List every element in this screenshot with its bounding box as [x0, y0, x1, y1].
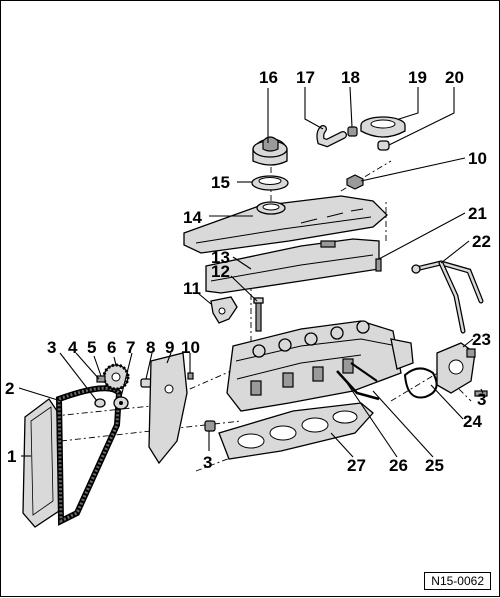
- timing-belt-cover: [22, 398, 60, 528]
- lifting-eye-bracket: [210, 296, 238, 324]
- callout-10-lower: 10: [181, 338, 200, 357]
- washer: [94, 398, 106, 408]
- callout-27: 27: [347, 456, 366, 475]
- leader-lines: [18, 86, 484, 458]
- glow-plug-wiring: [336, 362, 380, 401]
- callout-6: 6: [107, 338, 116, 357]
- rear-belt-guard: [148, 352, 188, 465]
- filler-seal-ring: [251, 175, 289, 191]
- cover-bolt: [375, 258, 382, 272]
- pressure-regulating-valve: [360, 116, 406, 138]
- flange-bolt-right: [474, 390, 488, 397]
- callout-21: 21: [468, 204, 487, 223]
- callout-3: 3: [47, 338, 56, 357]
- callout-22: 22: [472, 232, 491, 251]
- hose-clip: [347, 126, 358, 137]
- valve-grommet: [377, 140, 390, 151]
- breather-hose: [316, 125, 347, 148]
- assembly-axes: [25, 151, 472, 472]
- spacer-sleeve: [140, 378, 152, 388]
- callout-9: 9: [165, 338, 174, 357]
- callout-15: 15: [211, 173, 230, 192]
- callout-5: 5: [87, 338, 96, 357]
- callout-10-upper: 10: [468, 149, 487, 168]
- callout-4: 4: [68, 338, 78, 357]
- cylinder-head: [226, 320, 414, 412]
- callout-2: 2: [5, 379, 14, 398]
- callout-7: 7: [126, 338, 135, 357]
- callout-25: 25: [425, 456, 444, 475]
- callout-18: 18: [341, 68, 360, 87]
- callout-14: 14: [183, 208, 202, 227]
- belt-tensioner-roller: [113, 396, 129, 410]
- callout-26: 26: [389, 456, 408, 475]
- head-bolt-middle: [204, 420, 216, 432]
- cylinder-head-cover: [183, 195, 388, 254]
- callout-19: 19: [408, 68, 427, 87]
- coolant-flange: [436, 342, 476, 394]
- callout-3-right: 3: [477, 390, 486, 409]
- callout-13: 13: [211, 248, 230, 267]
- callout-20: 20: [445, 68, 464, 87]
- callout-1: 1: [7, 447, 16, 466]
- figure-reference-code: N15-0062: [424, 572, 491, 590]
- fuel-line-assembly: [411, 260, 484, 334]
- callout-11: 11: [183, 279, 201, 298]
- cylinder-head-gasket: [218, 402, 374, 460]
- stud-bolt: [253, 297, 264, 332]
- guard-bolt: [187, 372, 194, 380]
- callout-3-middle: 3: [203, 453, 212, 472]
- callout-12: 12: [211, 262, 230, 281]
- callout-17: 17: [296, 68, 315, 87]
- callout-23: 23: [472, 330, 491, 349]
- coolant-flange-seal: [403, 367, 438, 399]
- cover-nut: [346, 174, 364, 190]
- timing-belt: [55, 385, 123, 526]
- callout-16: 16: [259, 68, 278, 87]
- callout-8: 8: [146, 338, 155, 357]
- oil-filler-cap: [252, 136, 288, 166]
- callout-24: 24: [463, 412, 482, 431]
- callout-labels: 1 2 3 4 5 6 7 8 9 10 11 12 13 14 15 16 1…: [5, 68, 491, 475]
- sprocket-bolt: [96, 375, 106, 383]
- cover-gasket: [205, 238, 380, 294]
